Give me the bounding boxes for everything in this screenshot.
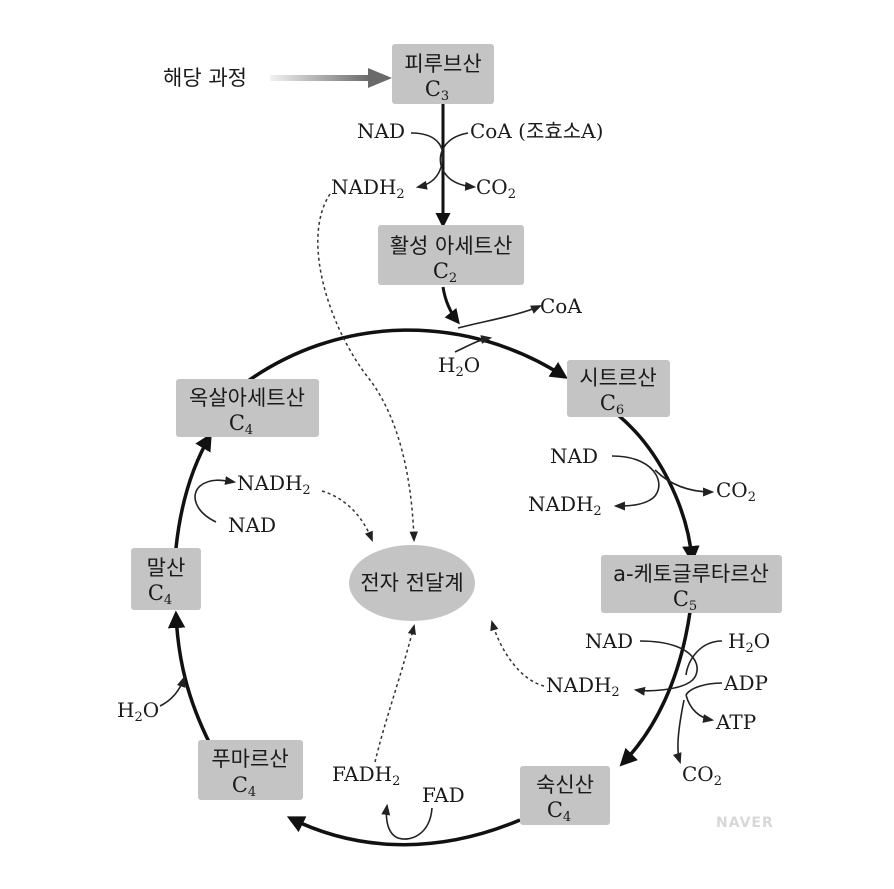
nad-top-label: NAD [357,119,405,143]
fad-label: FAD [422,783,465,807]
adp-label: ADP [723,671,768,695]
h2o-in-curve [454,335,493,353]
node-fumaric-acid: 푸마르산 C4 [198,740,303,800]
h2o-left-label: H2O [117,698,159,725]
svg-text:시트르산: 시트르산 [579,366,656,390]
nad-left-label: NAD [228,513,276,537]
h2o-in-label: H2O [438,353,480,380]
fad-curve [381,803,433,840]
electron-transport-ellipse [349,545,475,621]
glycolysis-arrowhead [368,68,392,88]
svg-text:C4: C4 [232,773,256,800]
svg-text:C5: C5 [673,587,697,614]
nad-right-label: NAD [550,444,598,468]
naver-watermark: NAVER [716,815,774,831]
h2o-left-curve [159,675,186,707]
h2o-lower-curve [685,640,723,676]
node-citric-acid: 시트르산 C6 [567,360,670,418]
co2-right-curve [654,469,715,497]
cycle-arc-keto-succinic [619,611,692,767]
co2-right-label: CO2 [716,478,756,505]
glycolysis-label: 해당 과정 [163,66,247,90]
svg-text:활성 아세트산: 활성 아세트산 [390,234,513,258]
svg-text:옥살아세트산: 옥살아세트산 [189,386,305,410]
glycolysis-arrow-bar [270,75,370,81]
nad-left-curve [194,476,237,523]
dashed-nadh-left [321,490,373,542]
nad-top-curve [410,132,444,190]
svg-text:말산: 말산 [147,556,186,580]
co2-top-label: CO2 [476,175,516,202]
dashed-nadh-top [317,193,418,543]
cycle-arc-succinic-fumaric [286,816,521,847]
node-oxaloacetic-acid: 옥살아세트산 C4 [176,379,319,438]
node-malic-acid: 말산 C4 [131,548,201,610]
nadh-top-label: NADH2 [331,175,405,202]
svg-text:피루브산: 피루브산 [404,52,481,76]
nadh-left-label: NADH2 [237,471,311,498]
electron-transport-label: 전자 전달계 [360,571,463,595]
coa-top-curve [439,132,477,191]
nad-lower-label: NAD [585,629,633,653]
nadh-lower-label: NADH2 [546,673,620,700]
svg-text:C6: C6 [600,391,624,418]
node-alpha-ketoglutaric-acid: a-케토글루타르산 C5 [601,555,782,614]
svg-text:숙신산: 숙신산 [536,773,594,797]
adp-curve [685,682,723,696]
nad-right-curve [611,455,660,511]
h2o-lower-label: H2O [728,629,770,656]
coa-enzyme-label: CoA (조효소A) [470,119,603,143]
fadh-label: FADH2 [332,762,400,789]
coa-out-curve [457,305,543,329]
co2-lower-curve [672,699,685,765]
svg-text:C4: C4 [547,798,571,825]
svg-text:푸마르산: 푸마르산 [211,747,288,771]
svg-text:C4: C4 [229,411,253,438]
nad-lower-curve [633,640,698,696]
cycle-arc-fumaric-malic [167,610,212,745]
svg-text:C3: C3 [425,77,449,104]
dashed-fadh [374,623,416,763]
svg-text:a-케토글루타르산: a-케토글루타르산 [613,562,769,586]
atp-curve [685,694,715,723]
node-pyruvic-acid: 피루브산 C3 [392,44,494,104]
svg-text:C4: C4 [148,581,172,608]
node-acetyl-acetic-acid: 활성 아세트산 C2 [378,225,524,286]
coa-out-label: CoA [540,294,582,318]
atp-label: ATP [715,710,756,734]
node-succinic-acid: 숙신산 C4 [520,766,610,825]
svg-text:C2: C2 [433,259,457,286]
dashed-nadh-lower [490,619,545,687]
cycle-arc-malic-oxalo [174,432,212,549]
co2-lower-label: CO2 [682,762,722,789]
acetyl-to-cycle-arrow [441,286,460,325]
nadh-right-label: NADH2 [528,492,602,519]
cycle-arc-oxalo-citric [235,328,568,391]
